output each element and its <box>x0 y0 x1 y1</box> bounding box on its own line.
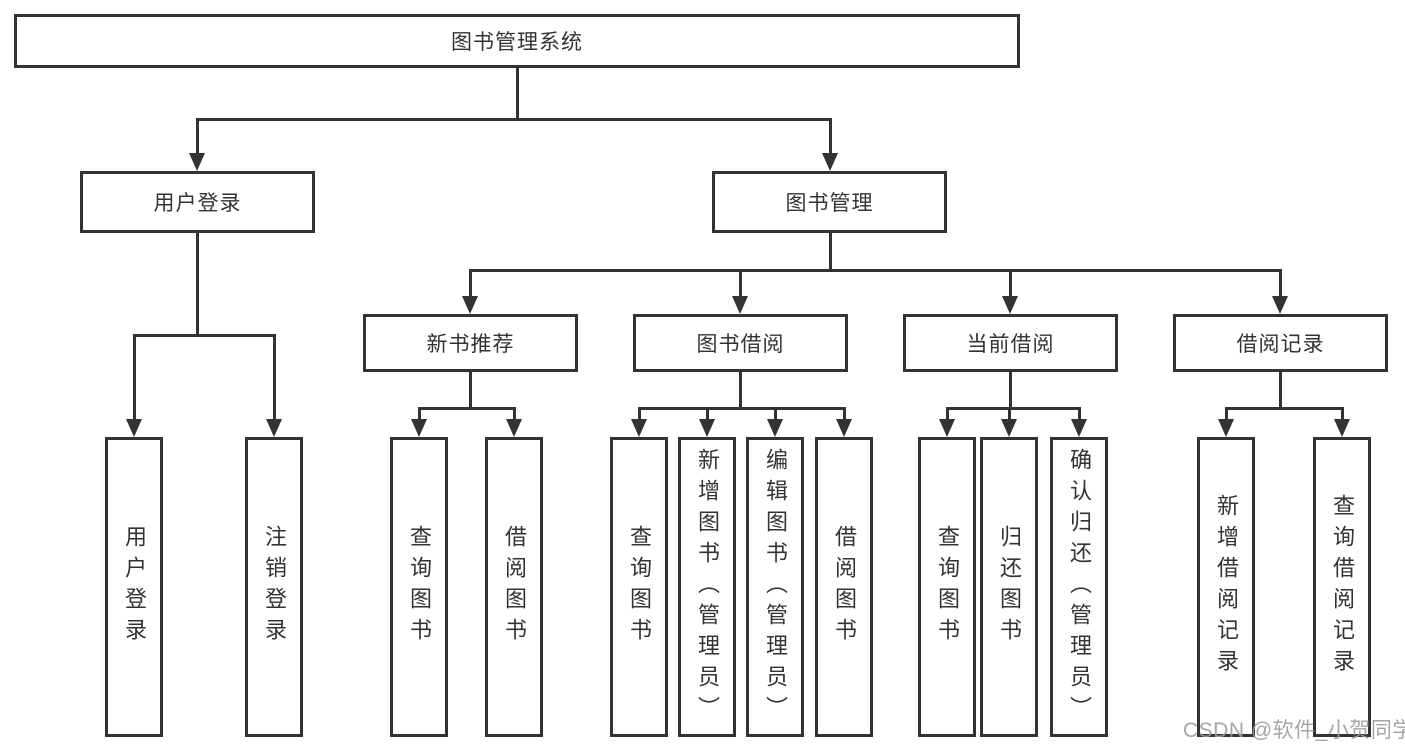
leaf-query-books-current: 查询图书 <box>918 437 976 737</box>
arrow-down-icon <box>836 419 852 437</box>
leaf-logout: 注销登录 <box>245 437 303 737</box>
arrow-down-icon <box>1071 419 1087 437</box>
connector-line <box>273 334 276 422</box>
connector-line <box>469 372 472 410</box>
connector-line <box>1078 407 1081 424</box>
connector-line <box>133 334 276 337</box>
connector-line <box>196 118 199 158</box>
node-label: 用户登录 <box>122 525 147 649</box>
connector-line <box>843 407 846 424</box>
arrow-down-icon <box>822 153 838 171</box>
arrow-down-icon <box>1001 419 1017 437</box>
arrow-down-icon <box>411 419 427 437</box>
node-new-book-recommend: 新书推荐 <box>363 314 578 372</box>
leaf-query-books-recommend: 查询图书 <box>390 437 448 737</box>
leaf-borrow-books-recommend: 借阅图书 <box>485 437 543 737</box>
connector-line <box>774 407 777 424</box>
node-label: 图书管理 <box>785 192 874 215</box>
connector-line <box>829 118 832 158</box>
node-borrowing-records: 借阅记录 <box>1173 314 1388 372</box>
arrow-down-icon <box>732 296 748 314</box>
node-label: 当前借阅 <box>966 333 1055 356</box>
connector-line <box>946 407 949 424</box>
leaf-query-books-borrowing: 查询图书 <box>610 437 668 737</box>
node-label: 编辑图书（管理员） <box>763 447 788 727</box>
leaf-add-books-admin: 新增图书（管理员） <box>678 437 736 737</box>
node-label: 用户登录 <box>153 192 242 215</box>
node-label: 借阅图书 <box>502 525 527 649</box>
node-label: 借阅记录 <box>1236 333 1325 356</box>
arrow-down-icon <box>1218 419 1234 437</box>
node-book-borrowing: 图书借阅 <box>633 314 848 372</box>
connector-line <box>638 407 641 424</box>
watermark: CSDN @软件_小贺同学 <box>1183 719 1405 742</box>
leaf-return-books: 归还图书 <box>980 437 1038 737</box>
arrow-down-icon <box>699 419 715 437</box>
node-label: 确认归还（管理员） <box>1067 447 1092 727</box>
node-book-management: 图书管理 <box>712 171 947 233</box>
connector-line <box>196 233 199 337</box>
node-label: 新增借阅记录 <box>1214 494 1239 680</box>
arrow-down-icon <box>506 419 522 437</box>
connector-line <box>418 407 421 424</box>
connector-line <box>1008 407 1011 424</box>
connector-line <box>1279 372 1282 410</box>
node-user-login: 用户登录 <box>80 171 315 233</box>
arrow-down-icon <box>189 153 205 171</box>
node-label: 图书借阅 <box>696 333 785 356</box>
leaf-query-borrow-record: 查询借阅记录 <box>1313 437 1371 737</box>
node-label: 新增图书（管理员） <box>695 447 720 727</box>
connector-line <box>469 269 472 302</box>
connector-line <box>1225 407 1228 424</box>
connector-line <box>1009 269 1012 302</box>
arrow-down-icon <box>126 419 142 437</box>
connector-line <box>706 407 709 424</box>
arrow-down-icon <box>1334 419 1350 437</box>
connector-line <box>516 68 519 120</box>
node-label: 新书推荐 <box>426 333 515 356</box>
arrow-down-icon <box>631 419 647 437</box>
connector-line <box>946 407 1081 410</box>
node-label: 查询图书 <box>627 525 652 649</box>
connector-line <box>469 269 1282 272</box>
node-label: 查询图书 <box>935 525 960 649</box>
connector-line <box>196 118 832 121</box>
arrow-down-icon <box>939 419 955 437</box>
connector-line <box>513 407 516 424</box>
node-label: 图书管理系统 <box>451 31 583 54</box>
connector-line <box>1279 269 1282 302</box>
leaf-add-borrow-record: 新增借阅记录 <box>1197 437 1255 737</box>
node-label: 借阅图书 <box>832 525 857 649</box>
connector-line <box>739 269 742 302</box>
node-label: 查询图书 <box>407 525 432 649</box>
node-current-borrowing: 当前借阅 <box>903 314 1118 372</box>
connector-line <box>1009 372 1012 410</box>
node-label: 归还图书 <box>997 525 1022 649</box>
node-library-system: 图书管理系统 <box>14 14 1020 68</box>
connector-line <box>638 407 846 410</box>
connector-line <box>829 233 832 272</box>
arrow-down-icon <box>266 419 282 437</box>
connector-line <box>418 407 516 410</box>
leaf-user-login: 用户登录 <box>105 437 163 737</box>
connector-line <box>133 334 136 422</box>
leaf-borrow-books: 借阅图书 <box>815 437 873 737</box>
arrow-down-icon <box>767 419 783 437</box>
leaf-edit-books-admin: 编辑图书（管理员） <box>746 437 804 737</box>
node-label: 注销登录 <box>262 525 287 649</box>
arrow-down-icon <box>1272 296 1288 314</box>
arrow-down-icon <box>1002 296 1018 314</box>
connector-line <box>1225 407 1344 410</box>
node-label: 查询借阅记录 <box>1330 494 1355 680</box>
connector-line <box>739 372 742 410</box>
leaf-confirm-return-admin: 确认归还（管理员） <box>1050 437 1108 737</box>
connector-line <box>1341 407 1344 424</box>
arrow-down-icon <box>462 296 478 314</box>
